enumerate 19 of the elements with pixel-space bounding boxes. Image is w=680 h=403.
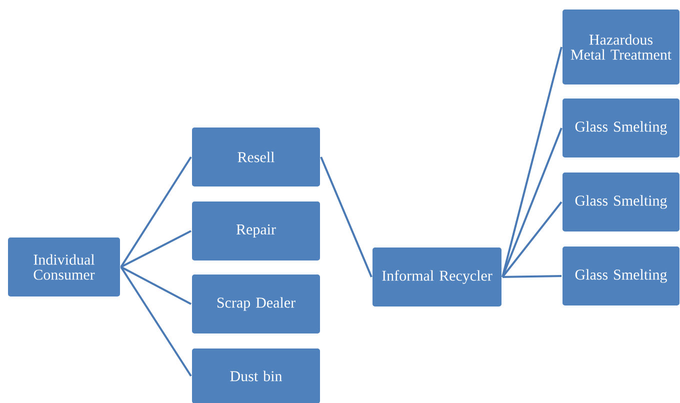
process-box: Dust bin	[191, 348, 321, 403]
connector-line	[502, 201, 562, 278]
process-box: Informal Recycler	[372, 246, 502, 308]
process-box: Glass Smelting	[562, 98, 680, 158]
connector-line	[502, 128, 562, 278]
connector-line	[502, 46, 562, 278]
connector-line	[120, 230, 192, 268]
process-box: Resell	[191, 126, 321, 188]
process-box: Individual Consumer	[7, 236, 121, 298]
connector-line	[120, 266, 192, 377]
process-box: Repair	[191, 200, 321, 262]
connector-line	[120, 156, 192, 268]
process-box: Hazardous Metal Treatment	[562, 8, 680, 86]
connector-line	[320, 156, 372, 278]
process-box: Scrap Dealer	[191, 274, 321, 334]
connector-line	[120, 266, 192, 305]
connector-line	[502, 275, 562, 278]
process-box: Glass Smelting	[562, 246, 680, 306]
process-box: Glass Smelting	[562, 172, 680, 232]
